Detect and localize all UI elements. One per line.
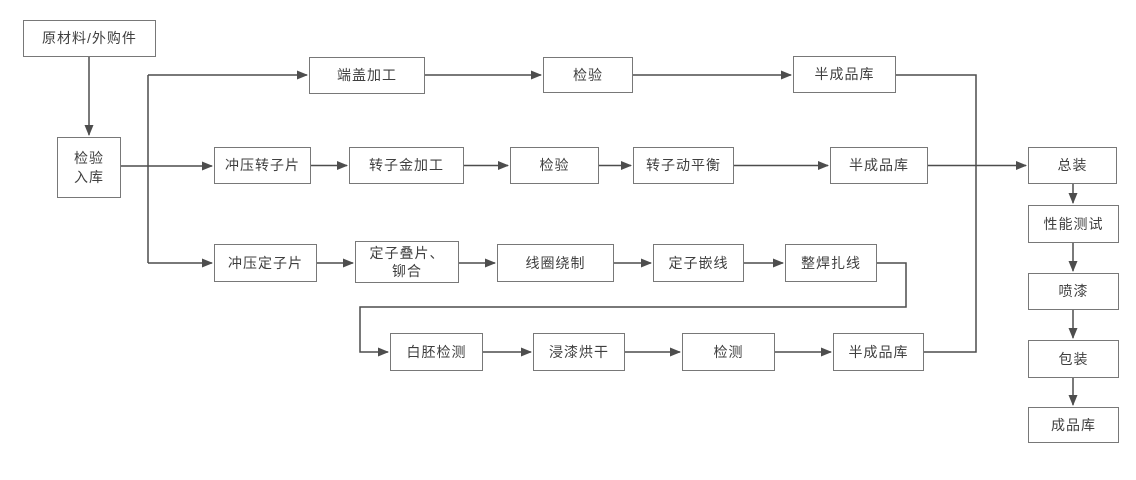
node-label: 转子动平衡 xyxy=(646,157,721,174)
node-label: 定子叠片、 铆合 xyxy=(369,244,445,279)
node-raw-material: 原材料/外购件 xyxy=(23,20,156,57)
node-label: 喷漆 xyxy=(1058,283,1089,300)
node-inspection-rotor: 检验 xyxy=(510,147,599,184)
node-label: 原材料/外购件 xyxy=(42,30,137,47)
node-inbound-inspection: 检验 入库 xyxy=(57,137,121,198)
node-label: 浸漆烘干 xyxy=(549,343,609,360)
node-inspection-end-cover: 检验 xyxy=(543,57,633,93)
node-performance-test: 性能测试 xyxy=(1028,205,1119,243)
node-label: 检验 xyxy=(539,157,570,174)
node-label: 总装 xyxy=(1057,157,1088,174)
node-semi-finished-store-3: 半成品库 xyxy=(833,333,924,371)
node-label: 检测 xyxy=(713,343,744,360)
node-semi-finished-store-2: 半成品库 xyxy=(830,147,928,184)
node-finished-goods-store: 成品库 xyxy=(1028,407,1119,443)
node-rotor-punching: 冲压转子片 xyxy=(214,147,311,184)
node-semi-finished-store-1: 半成品库 xyxy=(793,56,896,93)
node-stator-wire-inserting: 定子嵌线 xyxy=(653,244,744,282)
node-label: 包装 xyxy=(1058,350,1089,367)
connector-merge-rail xyxy=(896,74,977,353)
node-label: 半成品库 xyxy=(848,343,909,360)
node-label: 性能测试 xyxy=(1043,215,1104,232)
node-end-cover-machining: 端盖加工 xyxy=(309,57,425,94)
node-welding-wire-tying: 整焊扎线 xyxy=(785,244,877,282)
node-stator-punching: 冲压定子片 xyxy=(214,244,317,282)
node-label: 线圈绕制 xyxy=(525,254,586,271)
connector-welding-to-blank-testing xyxy=(359,262,907,357)
node-spray-painting: 喷漆 xyxy=(1028,273,1119,310)
node-testing: 检测 xyxy=(682,333,775,371)
node-rotor-metal-machining: 转子金加工 xyxy=(349,147,464,184)
node-coil-winding: 线圈绕制 xyxy=(497,244,614,282)
node-packing: 包装 xyxy=(1028,340,1119,378)
node-label: 冲压定子片 xyxy=(228,254,303,271)
node-final-assembly: 总装 xyxy=(1028,147,1117,184)
node-rotor-dynamic-balancing: 转子动平衡 xyxy=(633,147,734,184)
node-label: 端盖加工 xyxy=(337,67,397,84)
node-label: 半成品库 xyxy=(814,66,875,83)
node-label: 检验 入库 xyxy=(74,150,104,185)
node-dip-painting-drying: 浸漆烘干 xyxy=(533,333,625,371)
node-stator-stacking-riveting: 定子叠片、 铆合 xyxy=(355,241,459,283)
node-label: 半成品库 xyxy=(849,157,909,174)
node-label: 白胚检测 xyxy=(406,343,467,360)
node-label: 冲压转子片 xyxy=(225,157,300,174)
node-label: 检验 xyxy=(573,66,603,83)
node-label: 成品库 xyxy=(1051,416,1096,433)
node-label: 定子嵌线 xyxy=(668,254,729,271)
node-blank-testing: 白胚检测 xyxy=(390,333,483,371)
node-label: 转子金加工 xyxy=(369,157,444,174)
node-label: 整焊扎线 xyxy=(801,254,861,271)
